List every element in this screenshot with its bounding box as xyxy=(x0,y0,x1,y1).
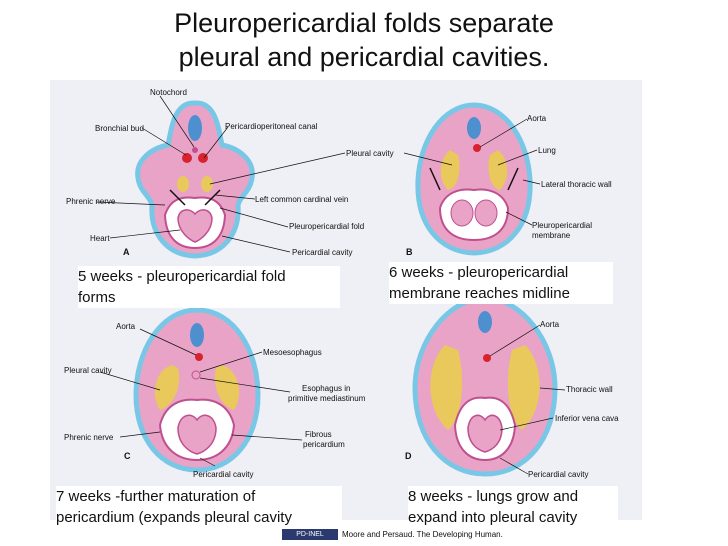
neural-tube-a xyxy=(188,115,202,141)
heart-c xyxy=(177,414,217,455)
caption-c: 7 weeks -further maturation of pericardi… xyxy=(56,486,342,528)
diagram-b xyxy=(403,102,541,256)
label-lung: Lung xyxy=(538,146,556,155)
lung-bud-a-left xyxy=(177,176,189,192)
label-pleuropericardial-membrane-1: Pleuropericardial xyxy=(532,221,593,230)
label-lateral-thoracic-wall: Lateral thoracic wall xyxy=(541,180,612,189)
label-pleuropericardial-fold: Pleuropericardial fold xyxy=(289,222,365,231)
leaders-b xyxy=(403,118,541,226)
label-inferior-vena-cava: Inferior vena cava xyxy=(555,414,619,423)
caption-d: 8 weeks - lungs grow and expand into ple… xyxy=(408,486,618,528)
footer: PD-INEL Moore and Persaud. The Developin… xyxy=(282,528,503,541)
lung-bud-a-right xyxy=(201,176,213,192)
lung-d-left xyxy=(430,345,463,430)
heart-d xyxy=(467,414,503,453)
caption-a-line-2: forms xyxy=(78,289,116,306)
label-esophagus-2: primitive mediastinum xyxy=(288,394,366,403)
aorta-d xyxy=(483,354,491,362)
esophagus-c xyxy=(191,370,201,380)
caption-a-line-1: 5 weeks - pleuropericardial fold xyxy=(78,268,286,285)
pd-inel-logo: PD-INEL xyxy=(282,529,338,540)
leaders-c xyxy=(99,328,303,467)
lung-c-right xyxy=(214,365,240,410)
label-pericardioperitoneal-canal: Pericardioperitoneal canal xyxy=(225,122,318,131)
label-left-common-cardinal-vein: Left common cardinal vein xyxy=(255,195,349,204)
neural-tube-d xyxy=(478,311,492,333)
label-mesoesophagus: Mesoesophagus xyxy=(263,348,322,357)
label-pericardial-cavity-a: Pericardial cavity xyxy=(292,248,353,257)
neural-tube-b xyxy=(467,117,481,139)
label-heart: Heart xyxy=(90,234,110,243)
caption-b: 6 weeks - pleuropericardial membrane rea… xyxy=(389,262,613,304)
arrow-b-left xyxy=(429,167,441,191)
label-pleural-cavity-c: Pleural cavity xyxy=(64,366,112,375)
pericardial-cavity-b xyxy=(438,188,510,242)
fold-arrow-a-left xyxy=(169,189,186,206)
aorta-b xyxy=(473,144,481,152)
label-aorta-b: Aorta xyxy=(527,114,547,123)
label-pleural-cavity-a: Pleural cavity xyxy=(346,149,394,158)
lung-c-left xyxy=(154,365,180,410)
label-pericardial-cavity-c: Pericardial cavity xyxy=(193,470,254,479)
label-phrenic-nerve-a: Phrenic nerve xyxy=(66,197,116,206)
label-aorta-c: Aorta xyxy=(116,322,136,331)
label-notochord: Notochord xyxy=(150,88,187,97)
label-pleuropericardial-membrane-2: membrane xyxy=(532,231,571,240)
label-pericardial-cavity-d: Pericardial cavity xyxy=(528,470,589,479)
title-line-1: Pleuropericardial folds separate xyxy=(174,8,554,38)
neural-tube-c xyxy=(190,323,204,347)
label-fibrous-2: pericardium xyxy=(303,440,345,449)
label-bronchial-bud: Bronchial bud xyxy=(95,124,144,133)
heart-a xyxy=(177,209,213,243)
caption-c-line-1: 7 weeks -further maturation of xyxy=(56,488,256,505)
title-line-2: pleural and pericardial cavities. xyxy=(178,42,550,72)
fold-arrow-a-right xyxy=(204,189,221,206)
heart-b-right xyxy=(474,199,498,227)
notochord-a xyxy=(192,147,198,153)
caption-b-line-2: membrane reaches midline xyxy=(389,285,570,302)
leaders-d xyxy=(489,324,566,475)
aorta-c xyxy=(195,353,203,361)
caption-d-line-1: 8 weeks - lungs grow and xyxy=(408,488,579,505)
arrow-b-right xyxy=(507,167,519,191)
label-aorta-d: Aorta xyxy=(540,320,560,329)
label-esophagus-1: Esophagus in xyxy=(302,384,351,393)
lung-b-left xyxy=(440,150,460,190)
bronchial-bud-a-left xyxy=(182,153,192,163)
caption-b-line-1: 6 weeks - pleuropericardial xyxy=(389,264,569,281)
heart-b-left xyxy=(450,199,474,227)
panel-letter-b: B xyxy=(406,247,413,257)
lung-d-right xyxy=(507,345,540,430)
diagram-c xyxy=(99,307,303,473)
panel-letter-d: D xyxy=(405,451,412,461)
diagram-a xyxy=(95,95,346,259)
slide-title: Pleuropericardial folds separate pleural… xyxy=(0,6,728,74)
label-thoracic-wall: Thoracic wall xyxy=(566,385,613,394)
caption-a: 5 weeks - pleuropericardial fold forms xyxy=(78,266,340,308)
label-phrenic-nerve-c: Phrenic nerve xyxy=(64,433,114,442)
caption-c-line-2: pericardium (expands pleural cavity xyxy=(56,509,292,526)
embryo-d-body xyxy=(412,295,558,477)
source-credit: Moore and Persaud. The Developing Human. xyxy=(342,530,503,539)
leaders-a xyxy=(95,95,346,253)
lung-b-right xyxy=(488,150,508,190)
diagram-d xyxy=(412,295,566,477)
label-fibrous-1: Fibrous xyxy=(305,430,332,439)
panel-letter-a: A xyxy=(123,247,130,257)
caption-d-line-2: expand into pleural cavity xyxy=(408,509,578,526)
panel-letter-c: C xyxy=(124,451,131,461)
